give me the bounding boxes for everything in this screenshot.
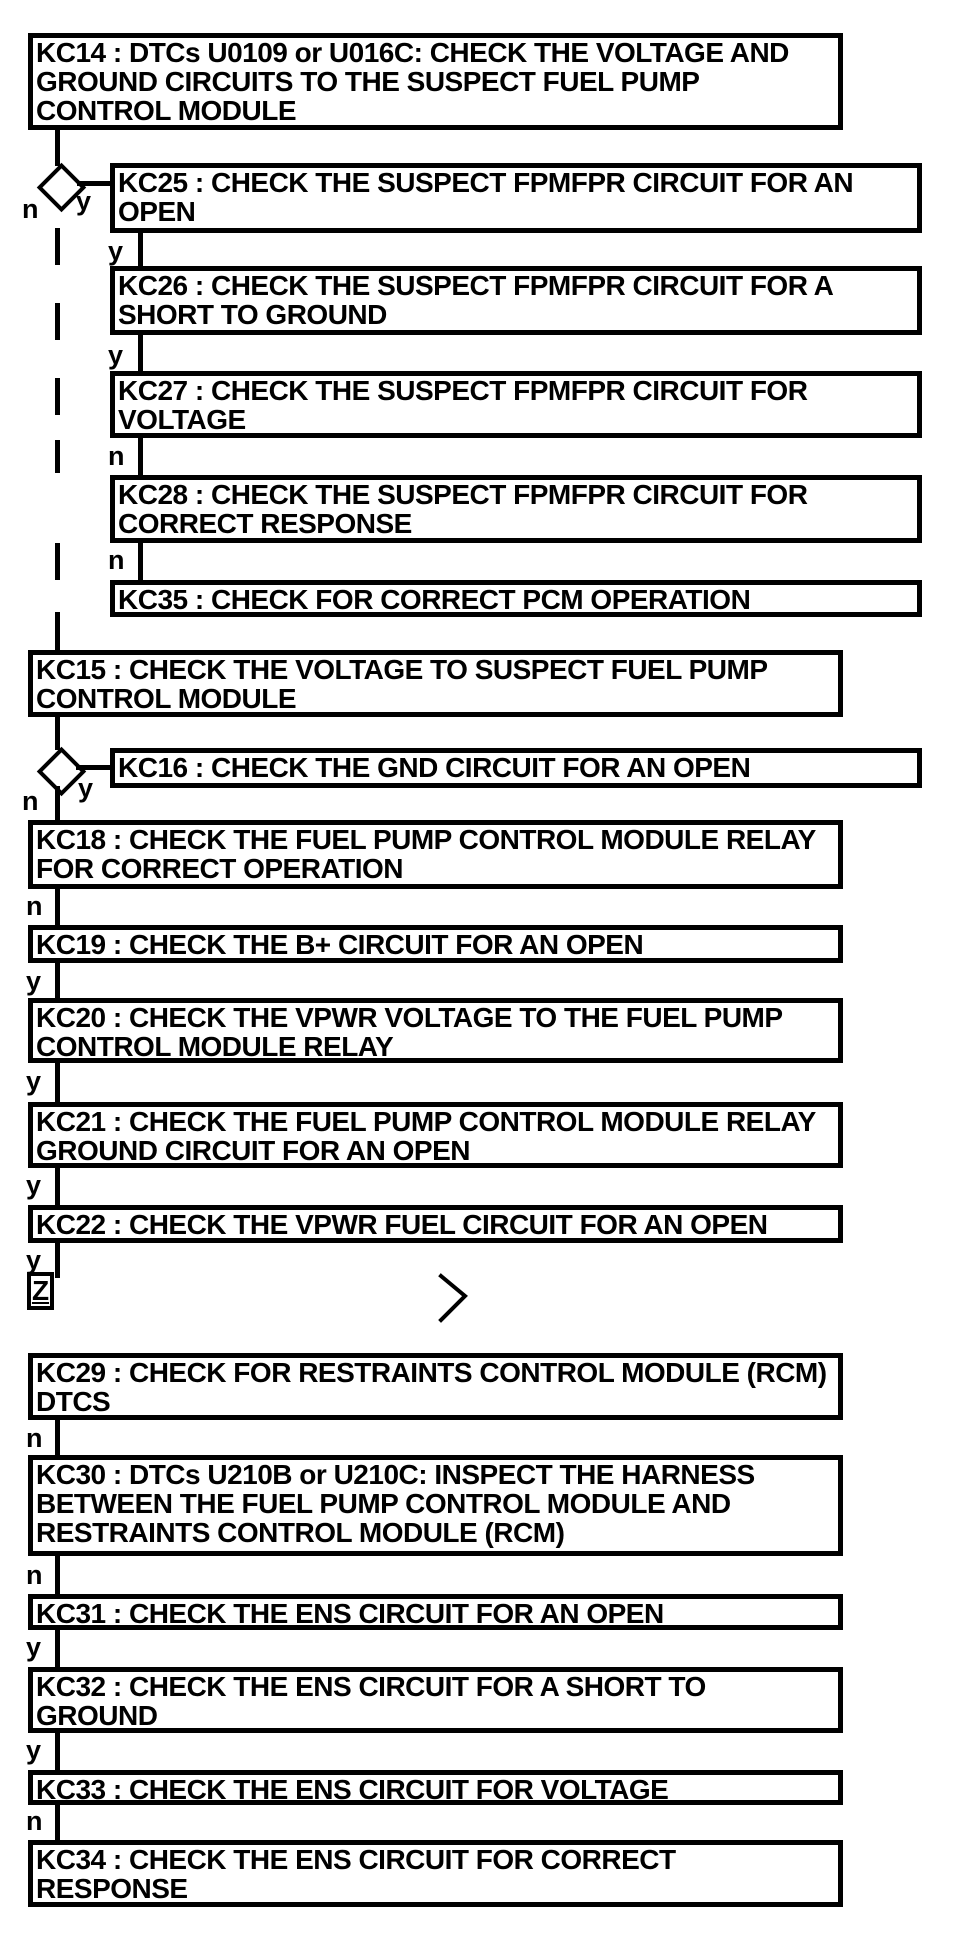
branch-label-no: n bbox=[26, 1560, 43, 1590]
node-kc14: KC14 : DTCs U0109 or U016C: CHECK THE VO… bbox=[28, 33, 843, 130]
node-kc27: KC27 : CHECK THE SUSPECT FPMFPR CIRCUIT … bbox=[110, 371, 922, 438]
connector-diamond-kc16 bbox=[76, 765, 110, 770]
branch-label-no: n bbox=[108, 441, 125, 471]
node-kc31: KC31 : CHECK THE ENS CIRCUIT FOR AN OPEN bbox=[28, 1594, 843, 1630]
node-kc18: KC18 : CHECK THE FUEL PUMP CONTROL MODUL… bbox=[28, 820, 843, 889]
branch-label-no: n bbox=[22, 786, 39, 816]
connector-kc33-kc34 bbox=[55, 1805, 60, 1840]
node-kc21: KC21 : CHECK THE FUEL PUMP CONTROL MODUL… bbox=[28, 1102, 843, 1168]
branch-label-yes: y bbox=[26, 1245, 42, 1275]
connector-diamond-kc15-dash bbox=[55, 440, 60, 473]
connector-kc30-kc31 bbox=[55, 1556, 60, 1594]
node-kc25: KC25 : CHECK THE SUSPECT FPMFPR CIRCUIT … bbox=[110, 163, 922, 233]
branch-label-yes: y bbox=[76, 186, 92, 216]
node-kc34: KC34 : CHECK THE ENS CIRCUIT FOR CORRECT… bbox=[28, 1840, 843, 1907]
connector-kc14-diamond bbox=[55, 130, 60, 166]
connector-diamond-kc15-dash bbox=[55, 378, 60, 415]
connector-kc21-kc22 bbox=[55, 1168, 60, 1205]
node-kc30: KC30 : DTCs U210B or U210C: INSPECT THE … bbox=[28, 1455, 843, 1556]
branch-label-yes: y bbox=[26, 1632, 42, 1662]
connector-diamond-kc15-dash bbox=[55, 543, 60, 580]
branch-label-yes: y bbox=[108, 236, 124, 266]
connector-kc19-kc20 bbox=[55, 963, 60, 998]
connector-diamond-kc15-dash bbox=[55, 612, 60, 650]
branch-label-yes: y bbox=[26, 1066, 42, 1096]
node-kc16: KC16 : CHECK THE GND CIRCUIT FOR AN OPEN bbox=[110, 748, 922, 788]
connector-kc31-kc32 bbox=[55, 1630, 60, 1667]
node-kc15: KC15 : CHECK THE VOLTAGE TO SUSPECT FUEL… bbox=[28, 650, 843, 717]
node-kc26: KC26 : CHECK THE SUSPECT FPMFPR CIRCUIT … bbox=[110, 266, 922, 335]
node-kc32: KC32 : CHECK THE ENS CIRCUIT FOR A SHORT… bbox=[28, 1667, 843, 1733]
node-kc35: KC35 : CHECK FOR CORRECT PCM OPERATION bbox=[110, 580, 922, 617]
branch-label-no: n bbox=[108, 545, 125, 575]
branch-label-no: n bbox=[26, 891, 43, 921]
node-kc29: KC29 : CHECK FOR RESTRAINTS CONTROL MODU… bbox=[28, 1353, 843, 1420]
connector-kc25-kc26 bbox=[138, 233, 143, 266]
branch-label-no: n bbox=[22, 194, 39, 224]
connector-kc18-kc19 bbox=[55, 889, 60, 925]
connector-kc32-kc33 bbox=[55, 1733, 60, 1770]
branch-label-yes: y bbox=[78, 773, 94, 803]
connector-kc22-z bbox=[55, 1243, 60, 1278]
branch-label-yes: y bbox=[26, 1735, 42, 1765]
node-kc20: KC20 : CHECK THE VPWR VOLTAGE TO THE FUE… bbox=[28, 998, 843, 1063]
node-kc19: KC19 : CHECK THE B+ CIRCUIT FOR AN OPEN bbox=[28, 925, 843, 963]
connector-diamond-kc18 bbox=[55, 786, 60, 820]
connector-diamond-kc15-dash bbox=[55, 303, 60, 340]
node-kc28: KC28 : CHECK THE SUSPECT FPMFPR CIRCUIT … bbox=[110, 475, 922, 543]
chevron-right-icon bbox=[438, 1273, 468, 1323]
connector-kc26-kc27 bbox=[138, 335, 143, 371]
branch-label-no: n bbox=[26, 1423, 43, 1453]
node-kc22: KC22 : CHECK THE VPWR FUEL CIRCUIT FOR A… bbox=[28, 1205, 843, 1243]
branch-label-yes: y bbox=[26, 1170, 42, 1200]
node-kc33: KC33 : CHECK THE ENS CIRCUIT FOR VOLTAGE bbox=[28, 1770, 843, 1805]
connector-diamond-kc15-dash bbox=[55, 228, 60, 265]
offpage-connector-z: Z bbox=[27, 1272, 54, 1310]
connector-kc28-kc35 bbox=[138, 543, 143, 580]
connector-kc15-diamond bbox=[55, 717, 60, 750]
connector-diamond-kc25 bbox=[77, 181, 110, 186]
branch-label-yes: y bbox=[26, 966, 42, 996]
connector-kc29-kc30 bbox=[55, 1420, 60, 1455]
branch-label-no: n bbox=[26, 1806, 43, 1836]
branch-label-yes: y bbox=[108, 340, 124, 370]
connector-kc27-kc28 bbox=[138, 438, 143, 475]
connector-kc20-kc21 bbox=[55, 1063, 60, 1102]
